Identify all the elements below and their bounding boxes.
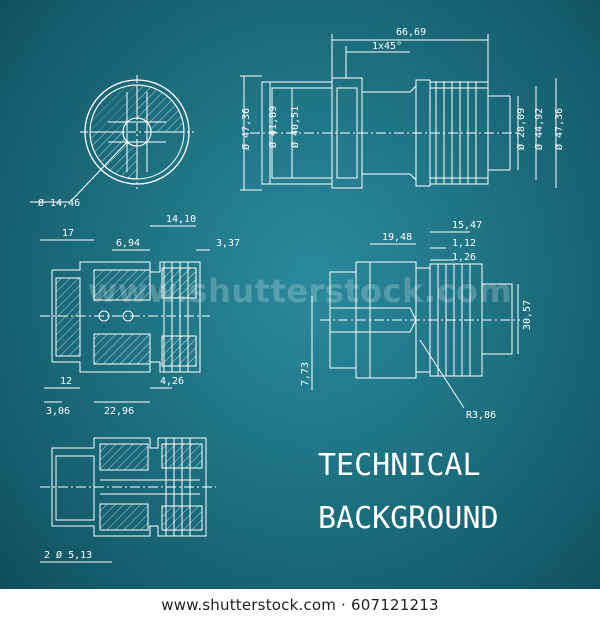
detail-view: [311, 231, 520, 409]
dim-d1: Ø 47,36: [240, 108, 252, 150]
dim-detail-a: 19,48: [382, 232, 412, 243]
dim-chamfer: 1x45°: [372, 41, 402, 52]
dim-d5: Ø 44,92: [533, 108, 545, 150]
dim-hole-diameter: Ø 14,46: [38, 197, 80, 209]
dim-section-h: 4,26: [160, 376, 184, 387]
dim-d2: Ø 41,89: [267, 106, 279, 148]
dim-detail-e: 30,57: [522, 300, 533, 330]
dim-overall-length: 66,69: [396, 27, 426, 38]
dim-section-d: 3,37: [216, 238, 240, 249]
dim-section-c: 14,10: [166, 214, 196, 225]
footer-image-id: www.shutterstock.com · 607121213: [161, 595, 439, 614]
dim-d6: Ø 47,36: [553, 108, 565, 150]
top-view-circle: [30, 75, 194, 203]
footer-bar: www.shutterstock.com · 607121213: [0, 589, 600, 620]
dim-section-b: 6,94: [116, 238, 140, 249]
dim-detail-b: 15,47: [452, 220, 482, 231]
dim-section-f: 3,06: [46, 406, 70, 417]
dim-section-a: 17: [62, 228, 74, 239]
side-view: [240, 34, 557, 191]
dim-section-e: 12: [60, 376, 72, 387]
dim-detail-d: 1,26: [452, 252, 476, 263]
dim-d4: Ø 28,09: [515, 108, 527, 150]
section-view: [40, 225, 210, 403]
dim-section-g: 22,96: [104, 406, 134, 417]
dim-detail-f: 7,73: [300, 362, 311, 386]
technical-drawing: Ø 14,46 66,69 1x45° Ø 47,36 Ø 41,89 Ø 40…: [30, 27, 565, 563]
dim-d3: Ø 40,51: [289, 106, 301, 148]
dim-bottom-a: 2 Ø 5,13: [44, 549, 92, 561]
dim-detail-c: 1,12: [452, 238, 476, 249]
bottom-view: [40, 437, 216, 563]
heading-line-2: BACKGROUND: [318, 501, 499, 536]
dim-detail-g: R3,86: [466, 410, 496, 421]
heading-line-1: TECHNICAL: [318, 448, 481, 483]
